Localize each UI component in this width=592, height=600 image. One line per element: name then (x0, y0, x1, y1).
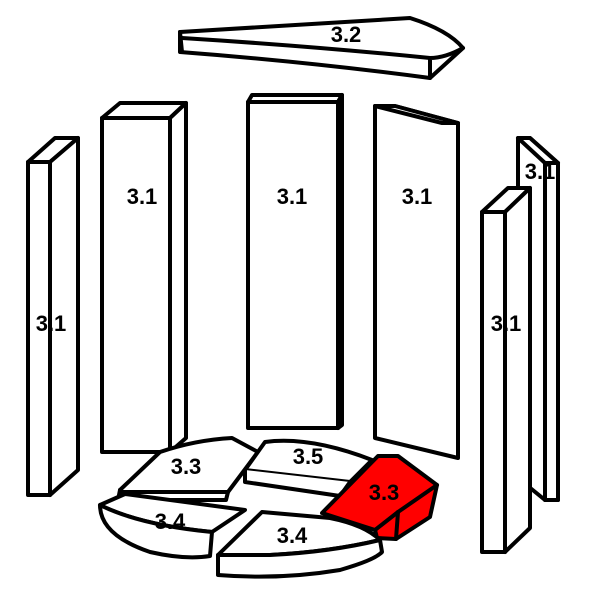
label-3-1-inner-left: 3.1 (127, 184, 158, 209)
top-slab-3-2[interactable]: 3.2 (178, 16, 465, 80)
label-3-1-far-right: 3.1 (525, 159, 556, 184)
label-3-1-back: 3.1 (277, 184, 308, 209)
floor-piece-highlighted-3-3[interactable]: 3.3 (320, 454, 439, 541)
label-3-5: 3.5 (293, 444, 324, 469)
label-3-4-front-left: 3.4 (155, 509, 186, 534)
label-3-1-inner-right: 3.1 (402, 184, 433, 209)
label-3-1-outer-left: 3.1 (36, 311, 67, 336)
floor-piece-back-center-3-5[interactable]: 3.5 (243, 438, 374, 498)
floor-piece-front-left-3-4[interactable]: 3.4 (98, 492, 247, 560)
label-3-1-front-right: 3.1 (491, 311, 522, 336)
side-panel-front-right-3-1[interactable]: 3.1 (480, 186, 532, 554)
label-3-4-front-right: 3.4 (277, 523, 308, 548)
side-panel-inner-left-3-1[interactable]: 3.1 (100, 101, 188, 454)
side-panel-back-3-1[interactable]: 3.1 (246, 93, 344, 430)
label-3-2: 3.2 (331, 22, 362, 47)
side-panel-outer-left-3-1[interactable]: 3.1 (26, 136, 80, 497)
label-3-3-back-left: 3.3 (171, 454, 202, 479)
side-panel-inner-right-3-1[interactable]: 3.1 (373, 104, 460, 460)
label-3-3-highlighted: 3.3 (369, 480, 400, 505)
floor-piece-front-right-3-4[interactable]: 3.4 (216, 510, 384, 579)
